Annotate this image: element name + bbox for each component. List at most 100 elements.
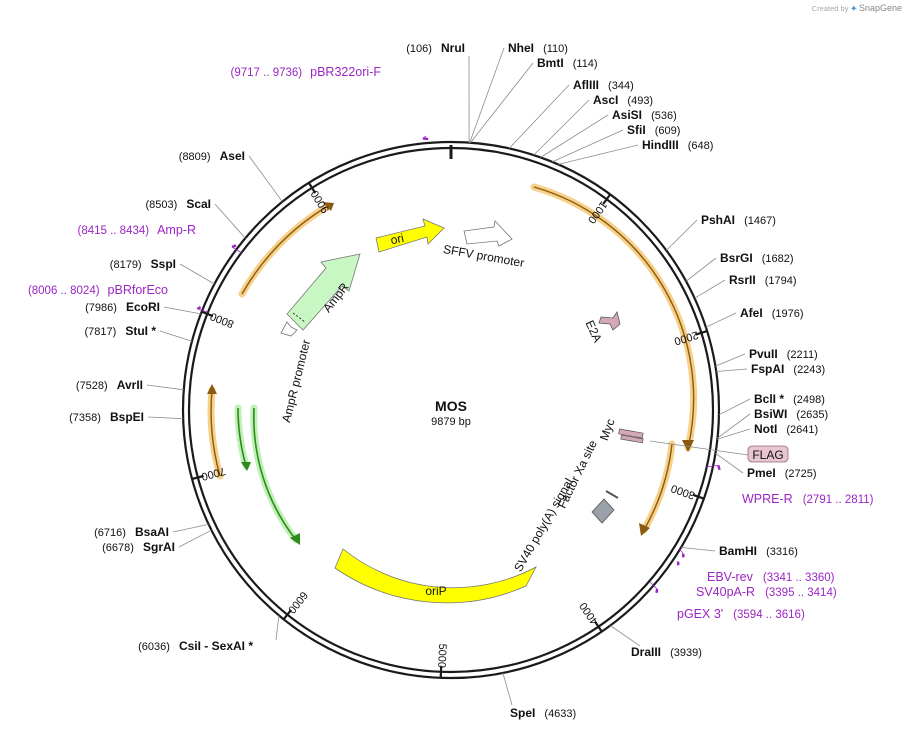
restriction-site[interactable]: (8179) SspI xyxy=(110,257,176,271)
restriction-site[interactable]: AfeI (1976) xyxy=(740,306,804,320)
primer-range: (3594 .. 3616) xyxy=(733,609,805,621)
orf-arc-right-2-head xyxy=(639,523,650,536)
site-leader-line xyxy=(502,672,513,706)
primer-label[interactable]: SV40pA-R(3395 .. 3414) xyxy=(696,585,837,599)
primer-mark[interactable] xyxy=(231,244,237,249)
ori-arrow[interactable] xyxy=(375,218,445,253)
site-position: (344) xyxy=(605,80,634,92)
orf-arc-right-2[interactable] xyxy=(640,440,676,534)
restriction-site[interactable]: NheI (110) xyxy=(508,41,568,55)
restriction-site[interactable]: RsrII (1794) xyxy=(729,273,797,287)
primer-label[interactable]: (8006 .. 8024)pBRforEco xyxy=(28,283,168,297)
tick-mark xyxy=(307,182,317,194)
site-name: AflIII xyxy=(573,78,599,92)
site-leader-line xyxy=(716,368,748,372)
primer-mark[interactable] xyxy=(196,305,202,310)
orf-arc-right-1-head xyxy=(682,440,694,452)
restriction-site[interactable]: (6678) SgrAI xyxy=(102,540,175,554)
tick-label: 9000 xyxy=(309,188,332,215)
restriction-site[interactable]: PshAI (1467) xyxy=(701,213,776,227)
primer-label[interactable]: WPRE-R(2791 .. 2811) xyxy=(742,492,874,506)
green-orf-long-head xyxy=(290,533,300,545)
site-name: AscI xyxy=(593,93,618,107)
orf-arc-left-1-core xyxy=(241,205,329,295)
primer-label[interactable]: pGEX 3'(3594 .. 3616) xyxy=(677,607,805,621)
site-position: (4633) xyxy=(541,708,576,720)
primer-mark[interactable] xyxy=(717,465,721,471)
ampr-promoter-arrow[interactable] xyxy=(280,321,298,337)
restriction-site[interactable]: BamHI (3316) xyxy=(719,544,798,558)
green-orf-long-core xyxy=(253,407,297,541)
tick-mark xyxy=(439,665,443,678)
site-leader-line xyxy=(717,428,751,440)
restriction-site[interactable]: NotI (2641) xyxy=(754,422,818,436)
restriction-site[interactable]: SpeI (4633) xyxy=(510,706,576,720)
restriction-site[interactable]: AscI (493) xyxy=(593,93,653,107)
site-position: (2725) xyxy=(782,468,817,480)
site-position: (7358) xyxy=(69,412,104,424)
site-name: NheI xyxy=(508,41,534,55)
site-leader-line xyxy=(610,625,641,647)
restriction-site[interactable]: AsiSI (536) xyxy=(612,108,677,122)
sv40-polya-box[interactable] xyxy=(591,498,615,524)
primer-range: (8006 .. 8024) xyxy=(28,285,100,297)
restriction-site[interactable]: HindIII (648) xyxy=(642,138,713,152)
restriction-site[interactable]: (106) NruI xyxy=(406,41,465,55)
site-position: (114) xyxy=(570,58,598,70)
primer-label[interactable]: (9717 .. 9736)pBR322ori-F xyxy=(231,65,382,79)
green-orf-long[interactable] xyxy=(250,404,300,544)
primer-mark[interactable] xyxy=(655,588,659,594)
site-leader-line xyxy=(163,306,201,315)
restriction-site[interactable]: PvuII (2211) xyxy=(749,347,818,361)
site-leader-line xyxy=(275,615,280,641)
restriction-site[interactable]: (8809) AseI xyxy=(179,149,245,163)
restriction-site[interactable]: BsrGI (1682) xyxy=(720,251,794,265)
restriction-site[interactable]: (7986) EcoRI xyxy=(85,300,160,314)
primer-label[interactable]: EBV-rev(3341 .. 3360) xyxy=(707,570,835,584)
restriction-site[interactable]: (6036) CsiI - SexAI * xyxy=(138,639,253,653)
site-name: BmtI xyxy=(537,56,564,70)
restriction-site[interactable]: FspAI (2243) xyxy=(751,362,825,376)
site-name: SgrAI xyxy=(143,540,175,554)
restriction-site[interactable]: (8503) ScaI xyxy=(145,197,211,211)
restriction-site[interactable]: AflIII (344) xyxy=(573,78,634,92)
e2a-arrow[interactable] xyxy=(598,311,621,331)
myc-tag-box[interactable] xyxy=(618,428,644,439)
restriction-site[interactable]: DraIII (3939) xyxy=(631,645,702,659)
credit-brand: SnapGene xyxy=(858,3,902,13)
site-name: AvrII xyxy=(117,378,143,392)
tick-mark xyxy=(191,474,204,481)
primer-leader-line xyxy=(231,246,243,254)
restriction-site[interactable]: BclI * (2498) xyxy=(754,392,825,406)
site-leader-line xyxy=(248,155,283,202)
tick-marks xyxy=(191,182,708,678)
restriction-site[interactable]: (7817) StuI * xyxy=(84,324,156,338)
primer-label[interactable]: (8415 .. 8434)Amp-R xyxy=(77,223,196,237)
restriction-site[interactable]: (6716) BsaAI xyxy=(94,525,169,539)
orip-arc[interactable] xyxy=(334,548,537,604)
plasmid-name: MOS xyxy=(435,398,467,414)
tick-label: 8000 xyxy=(209,310,236,330)
site-position: (1682) xyxy=(759,253,794,265)
sffv-promoter-arrow[interactable] xyxy=(463,220,513,247)
ampr-arrow[interactable] xyxy=(286,253,361,331)
site-name: FspAI xyxy=(751,362,784,376)
site-position: (6716) xyxy=(94,527,129,539)
label-leader-lines xyxy=(146,47,751,706)
restriction-site[interactable]: (7528) AvrII xyxy=(76,378,143,392)
flag-tag-badge[interactable] xyxy=(747,445,789,463)
primer-range: (2791 .. 2811) xyxy=(803,494,874,506)
primer-mark[interactable] xyxy=(422,137,429,141)
restriction-site[interactable]: (7358) BspEI xyxy=(69,410,144,424)
restriction-site[interactable]: BmtI (114) xyxy=(537,56,598,70)
restriction-site[interactable]: BsiWI (2635) xyxy=(754,407,828,421)
site-leader-line xyxy=(718,398,751,416)
factor-xa-marker[interactable] xyxy=(605,490,619,499)
site-position: (8503) xyxy=(145,199,180,211)
orf-arc-left-1-head xyxy=(322,202,334,211)
restriction-site[interactable]: SfiI (609) xyxy=(627,123,680,137)
site-leader-line xyxy=(705,312,737,328)
restriction-site[interactable]: PmeI (2725) xyxy=(747,466,817,480)
